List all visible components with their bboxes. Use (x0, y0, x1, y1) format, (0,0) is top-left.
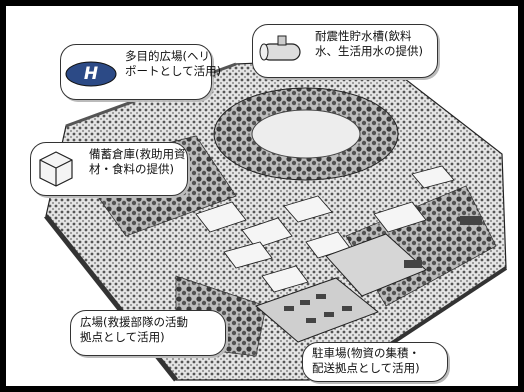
parking-callout: 駐車場(物資の集積・ 配送拠点として活用) (302, 342, 448, 382)
helipad-icon (65, 61, 117, 87)
plaza-callout: 広場(救援部隊の活動 拠点として活用) (70, 310, 226, 356)
diagram-frame: 多目的広場(ヘリ ポートとして活用) H 耐震性貯水槽(飲料 水、生活用水の提供… (6, 6, 518, 386)
hilltop-clearing (251, 109, 361, 159)
warehouse-icon (39, 151, 73, 187)
vehicles (284, 216, 482, 323)
parking-callout-line1: 駐車場(物資の集積・ (312, 346, 420, 360)
helipad-callout-line1: 多目的広場(ヘリ (125, 49, 210, 63)
parking-lot (255, 277, 379, 343)
helipad-icon-letter: H (83, 64, 99, 84)
storage-callout-line1: 備蓄倉庫(救助用資 (89, 147, 186, 161)
park-aerial-illustration (44, 57, 508, 382)
helipad-callout-line2: ポートとして活用) (125, 64, 222, 78)
plaza-callout-line1: 広場(救援部隊の活動 (80, 315, 188, 329)
water-tank-callout-line2: 水、生活用水の提供) (315, 44, 423, 58)
parking-callout-line2: 配送拠点として活用) (312, 361, 420, 375)
water-tank-icon (259, 35, 301, 61)
water-tank-callout-line1: 耐震性貯水槽(飲料 (315, 29, 412, 43)
buildings (195, 165, 455, 293)
open-field (325, 233, 427, 297)
storage-callout-line2: 材・食料の提供) (89, 162, 174, 176)
plaza-callout-line2: 拠点として活用) (80, 330, 165, 344)
